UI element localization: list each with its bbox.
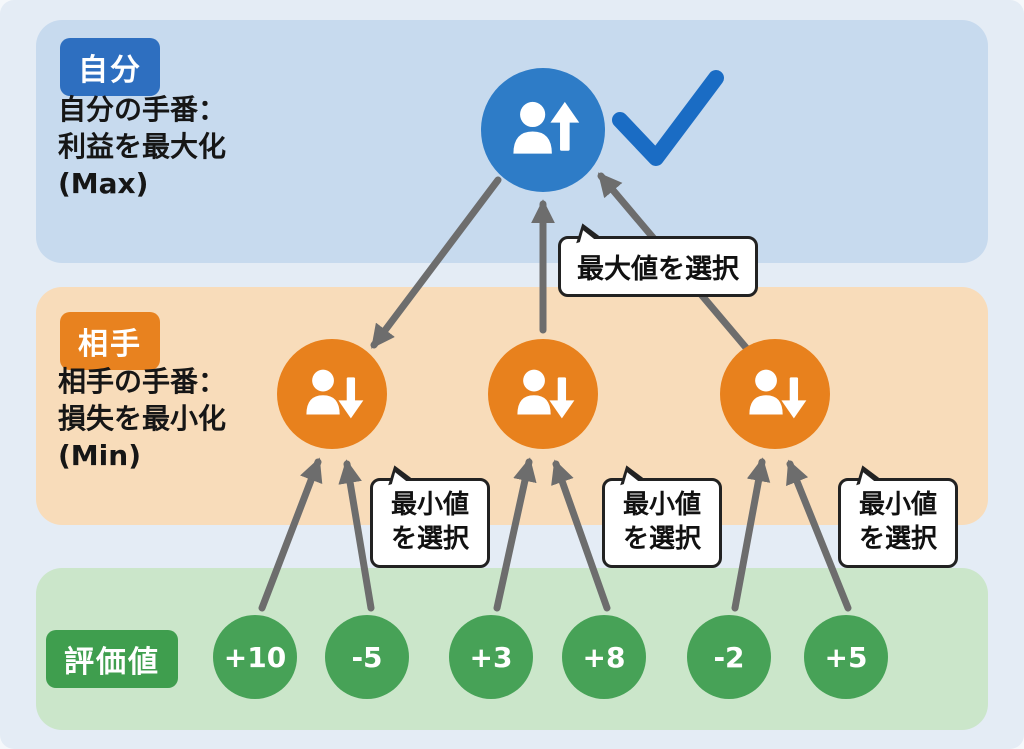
opponent-description-line-2: 損失を最小化 (58, 401, 227, 435)
leaf-value-node: +10 (213, 615, 297, 699)
max-select-label: 最大値を選択 (577, 254, 739, 285)
min-node-3 (720, 339, 830, 449)
min-select-line-1: 最小値 (622, 490, 701, 520)
leaf-value-node: -2 (687, 615, 771, 699)
checkmark-icon (612, 70, 724, 166)
opponent-description-line-3: (Min) (58, 438, 141, 472)
self-description-line-3: (Max) (58, 166, 149, 200)
self-badge: 自分 (60, 38, 160, 96)
opponent-badge: 相手 (60, 312, 160, 370)
person-down-icon (517, 369, 575, 419)
min-select-bubble-3: 最小値 を選択 (838, 461, 958, 568)
min-select-line-2: を選択 (390, 523, 469, 554)
leaf-value-node: +3 (449, 615, 533, 699)
person-down-icon (306, 369, 364, 419)
person-up-icon (513, 101, 580, 154)
evaluation-badge: 評価値 (46, 630, 178, 688)
max-select-bubble: 最大値を選択 (558, 219, 758, 297)
min-select-line-1: 最小値 (858, 490, 937, 520)
self-description: 自分の手番： 利益を最大化 (Max) (58, 92, 226, 203)
leaf-value-node: +5 (804, 615, 888, 699)
min-select-line-2: を選択 (622, 523, 701, 554)
leaf-value-node: -5 (325, 615, 409, 699)
self-description-line-2: 利益を最大化 (58, 129, 227, 163)
min-node-1 (277, 339, 387, 449)
opponent-description: 相手の手番： 損失を最小化 (Min) (58, 364, 226, 475)
max-node (481, 68, 605, 192)
self-description-line-1: 自分の手番： (58, 93, 227, 126)
min-select-bubble-1: 最小値 を選択 (370, 461, 490, 568)
min-node-2 (488, 339, 598, 449)
min-select-line-2: を選択 (858, 523, 937, 554)
opponent-description-line-1: 相手の手番： (58, 365, 227, 398)
min-select-line-1: 最小値 (390, 490, 469, 520)
person-down-icon (749, 369, 807, 419)
leaf-value-node: +8 (562, 615, 646, 699)
min-select-bubble-2: 最小値 を選択 (602, 461, 722, 568)
